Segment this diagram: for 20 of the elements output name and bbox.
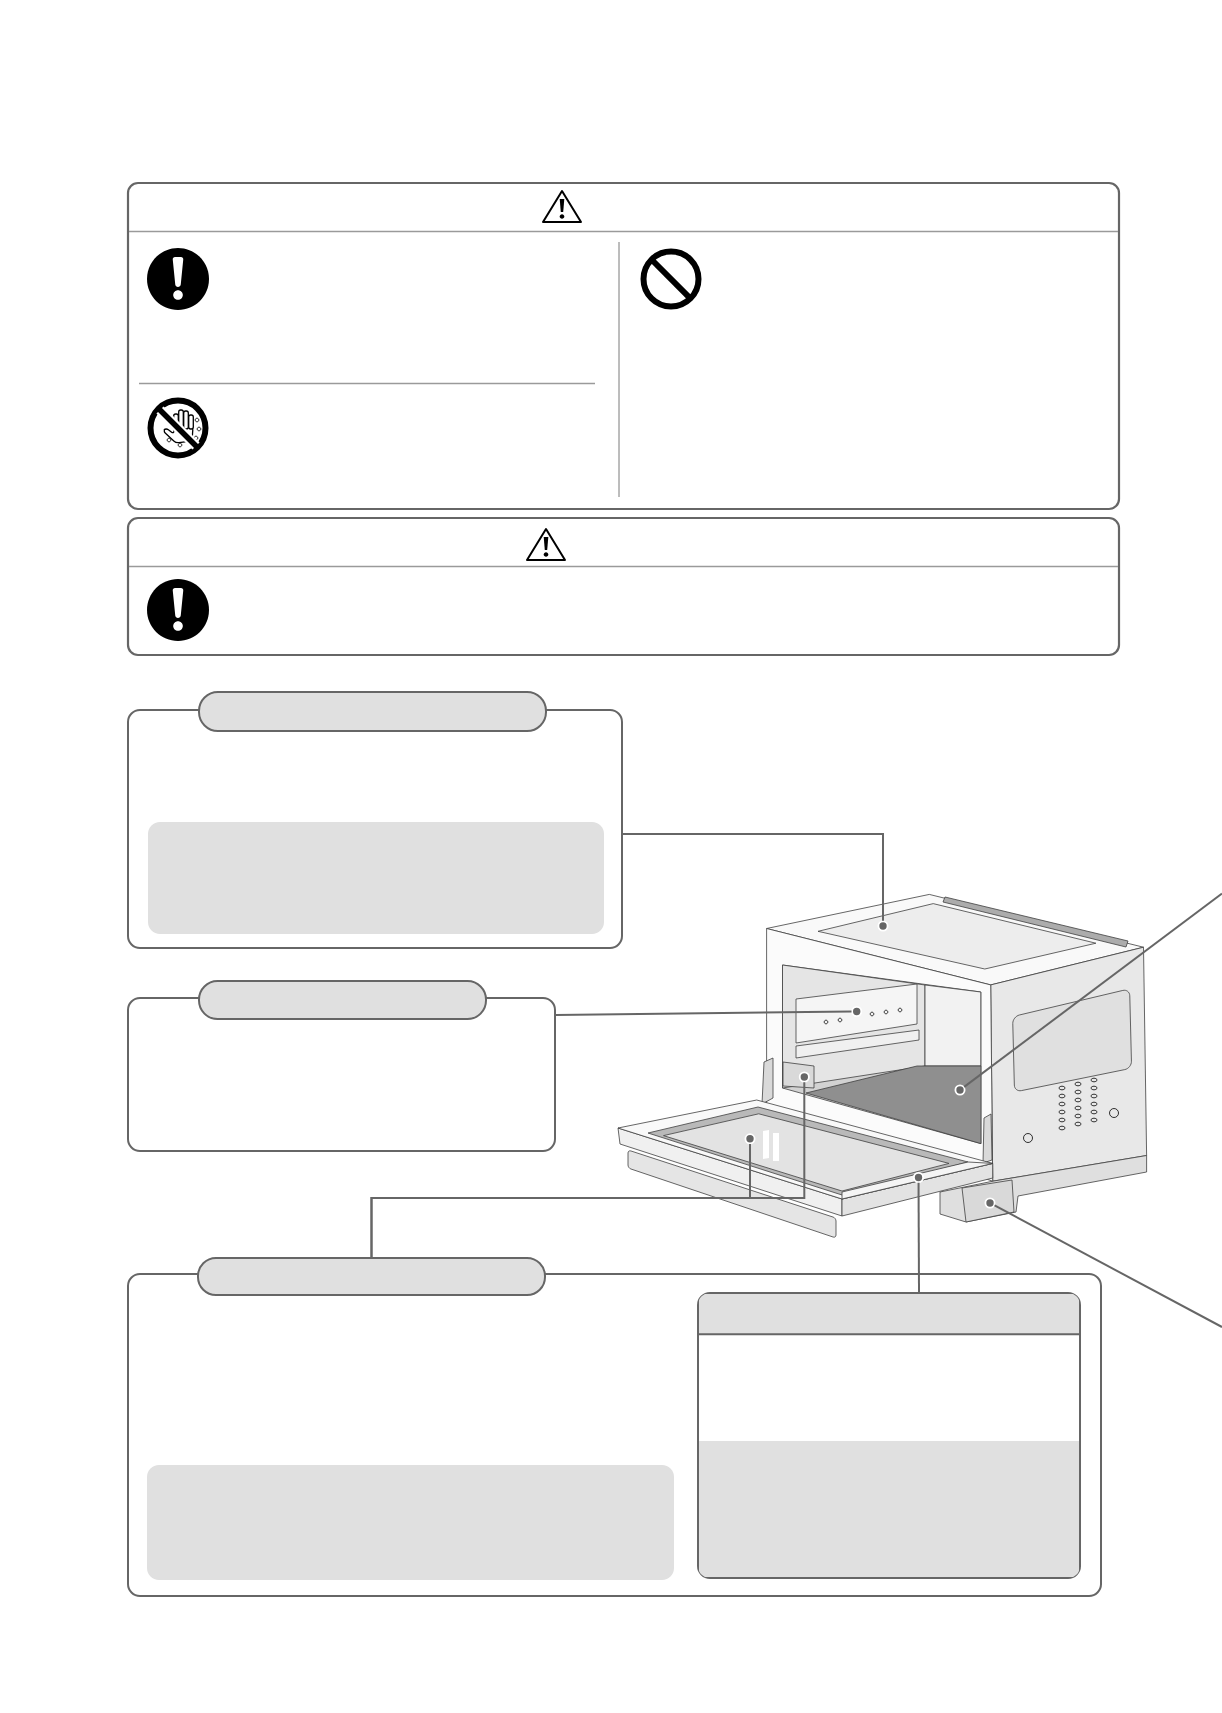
leader-line <box>993 1204 1222 1328</box>
door-frame <box>841 1161 994 1200</box>
heading-pill <box>198 691 547 732</box>
warning-panel <box>126 181 1121 511</box>
note-box <box>148 822 604 934</box>
base-foot <box>961 1179 1015 1223</box>
side-rail <box>795 983 918 1044</box>
callout-box <box>127 997 556 1152</box>
header-band <box>697 1294 1081 1336</box>
leader-line <box>963 892 1222 1088</box>
note-area <box>699 1441 1079 1577</box>
oven-floor <box>805 1065 982 1144</box>
top-panel <box>817 903 1097 970</box>
cavity-edge <box>782 1061 815 1089</box>
warning-panel <box>126 516 1121 657</box>
leader-line <box>555 1010 853 1016</box>
heading-pill <box>198 980 487 1020</box>
leader-line <box>622 833 884 922</box>
note-box <box>147 1465 674 1580</box>
heading-pill <box>197 1257 546 1296</box>
